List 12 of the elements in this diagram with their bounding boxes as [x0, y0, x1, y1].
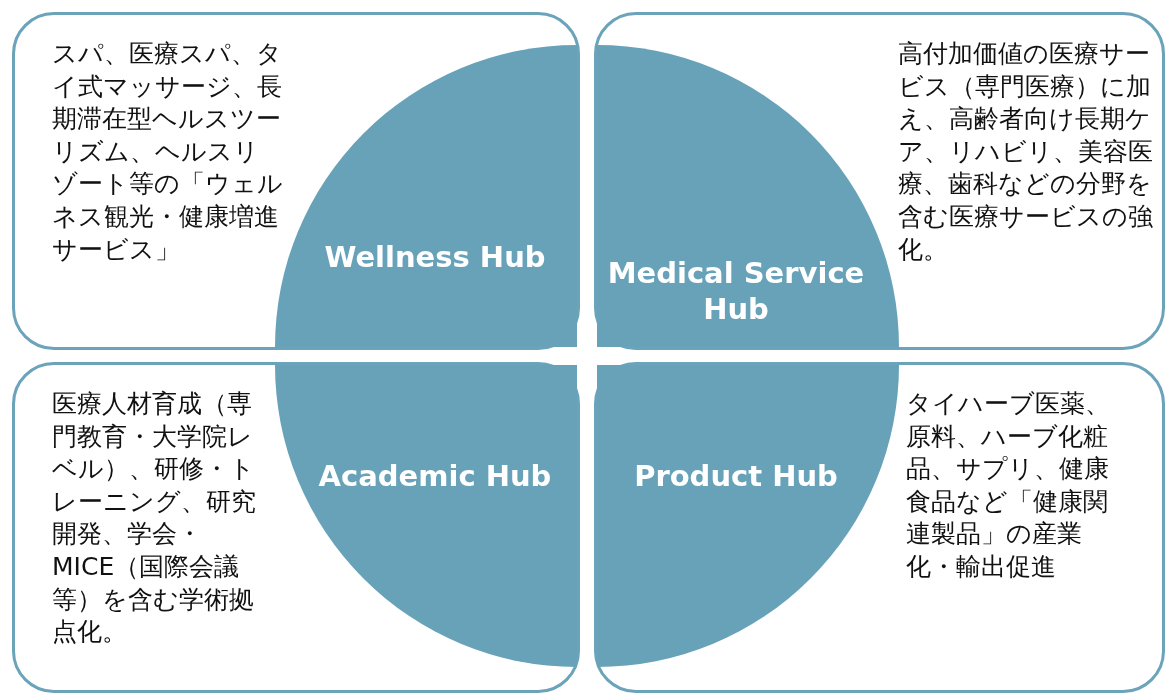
hub-label: Academic Hub — [317, 458, 553, 494]
hub-label: Medical Service Hub — [606, 255, 866, 327]
description-text: 高付加価値の医療サービス（専門医療）に加え、高齢者向け長期ケア、リハビリ、美容医療、歯科などの分野を含む医療サービスの強化。 — [898, 38, 1154, 266]
description-text: スパ、医療スパ、タイ式マッサージ、長期滞在型ヘルスツーリズム、ヘルスリゾート等の「ウェルネス観光・健康増進サービス」 — [52, 38, 284, 266]
description-text: タイハーブ医薬、原料、ハーブ化粧品、サプリ、健康食品など「健康関連製品」の産業化・輸出促進 — [906, 388, 1111, 583]
hub-label: Wellness Hub — [323, 239, 547, 275]
rounded-panel — [12, 12, 580, 350]
hub-label: Product Hub — [633, 458, 839, 494]
rounded-panel — [12, 362, 580, 693]
rounded-panel — [594, 362, 1165, 693]
description-text: 医療人材育成（専門教育・大学院レベル）、研修・トレーニング、研究開発、学会・MICE（国際会議等）を含む学術拠点化。 — [52, 388, 257, 649]
rounded-panel — [594, 12, 1165, 350]
